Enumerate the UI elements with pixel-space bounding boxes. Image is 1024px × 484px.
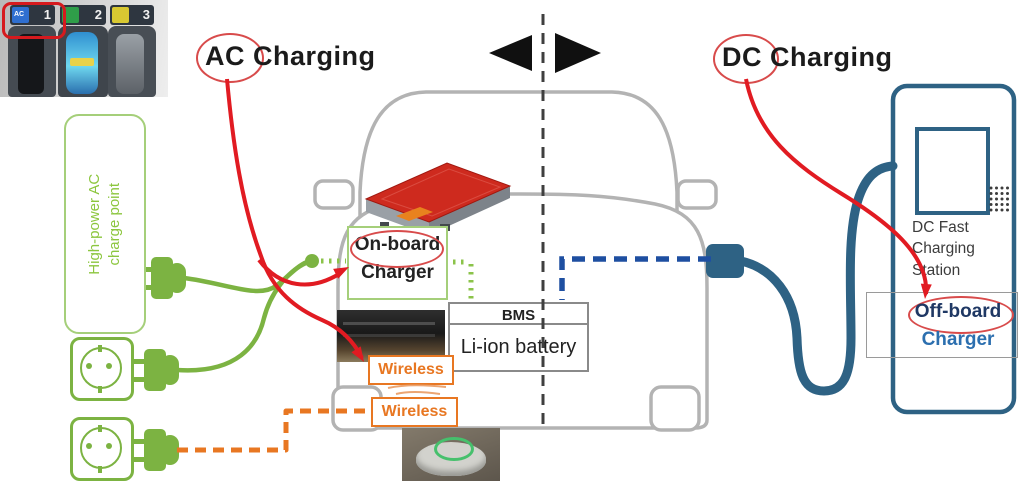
- dc-charging-title: DC Charging: [722, 42, 893, 73]
- wireless-pad-box: Wireless: [371, 397, 458, 427]
- dc-station-screen: [915, 127, 990, 215]
- plug-2-color-chip: [62, 7, 79, 23]
- connector-3-gray: [116, 34, 144, 94]
- wireless-bottom-label: Wireless: [381, 403, 448, 420]
- plug-label-2: 2: [60, 5, 106, 25]
- plug-label-3: 3: [110, 5, 154, 25]
- socket-1-pin-right: [106, 363, 112, 369]
- ac-dotted-charger-to-bms: [445, 259, 474, 301]
- ac-wall-socket-1: [70, 337, 134, 401]
- ac-inlet-dot: [305, 254, 319, 268]
- connector-1-black: [18, 34, 44, 94]
- photo-streak: [343, 334, 435, 337]
- wireless-dashed-cable: [177, 408, 368, 453]
- offboard-charger-box: [866, 292, 1018, 358]
- socket-2-notch-bottom: [98, 466, 102, 473]
- offboard-line1: Off-board: [914, 301, 1002, 322]
- socket-2-notch-top: [98, 425, 102, 432]
- li-ion-battery-box: Li-ion battery: [448, 323, 589, 372]
- dc-title-rest: Charging: [770, 42, 893, 72]
- wireless-receiver-box: Wireless: [368, 355, 454, 385]
- offboard-highlight-ellipse: [908, 296, 1014, 334]
- ac-title-circled: AC: [205, 41, 245, 71]
- ac-charging-title: AC Charging: [205, 41, 376, 72]
- ac-plug-highlight-frame: [2, 2, 66, 39]
- charging-connectors-photo: AC 1 2 3: [0, 0, 168, 97]
- battery-label: Li-ion battery: [460, 336, 577, 358]
- dc-title-circled: DC: [722, 42, 762, 72]
- plug-3-number: 3: [142, 7, 150, 22]
- dc-dashed-to-battery: [559, 256, 711, 300]
- car-left-mirror: [313, 179, 355, 210]
- dc-vehicle-connector: [706, 244, 744, 278]
- car-right-mirror: [676, 179, 718, 210]
- plug-1-number: 1: [43, 7, 51, 22]
- dc-station-dot-grid: [989, 186, 1009, 212]
- socket-1-pin-left: [86, 363, 92, 369]
- wireless-charging-pad-photo: [402, 428, 500, 481]
- photo-streak: [343, 322, 435, 325]
- car-right-wheel: [649, 385, 701, 432]
- socket-1-notch-top: [98, 345, 102, 352]
- socket-1-notch-bottom: [98, 386, 102, 393]
- onboard-charger-line2: Charger: [361, 261, 434, 283]
- high-power-plug-icon: [139, 257, 186, 299]
- onboard-highlight-ellipse: [350, 230, 444, 268]
- socket-2-pin-right: [106, 443, 112, 449]
- offboard-line2: Charger: [921, 328, 995, 350]
- plug-2-number: 2: [94, 7, 102, 22]
- plug-label-1: AC 1: [10, 5, 55, 25]
- high-power-ac-charge-point: High-power AC charge point: [64, 114, 146, 334]
- offboard-charger-label: Off-board Charger: [897, 298, 1019, 353]
- plug-1-type: AC: [14, 11, 25, 18]
- socket2-plug-icon: [132, 429, 179, 471]
- ac-wall-socket-2: [70, 417, 134, 481]
- socket1-plug-icon: [132, 349, 179, 391]
- socket-2-pin-left: [86, 443, 92, 449]
- dc-station-label: DC Fast Charging Station: [912, 219, 975, 279]
- charging-pad-green-ring: [434, 437, 474, 461]
- ac-title-rest: Charging: [253, 41, 376, 71]
- connector-2-label-band: [70, 58, 94, 66]
- plug-3-color-chip: [112, 7, 129, 23]
- high-power-ac-label: High-power AC charge point: [85, 173, 124, 275]
- plug-1-color-chip: [12, 7, 29, 23]
- wireless-top-label: Wireless: [378, 361, 444, 378]
- bms-label: BMS: [501, 307, 536, 324]
